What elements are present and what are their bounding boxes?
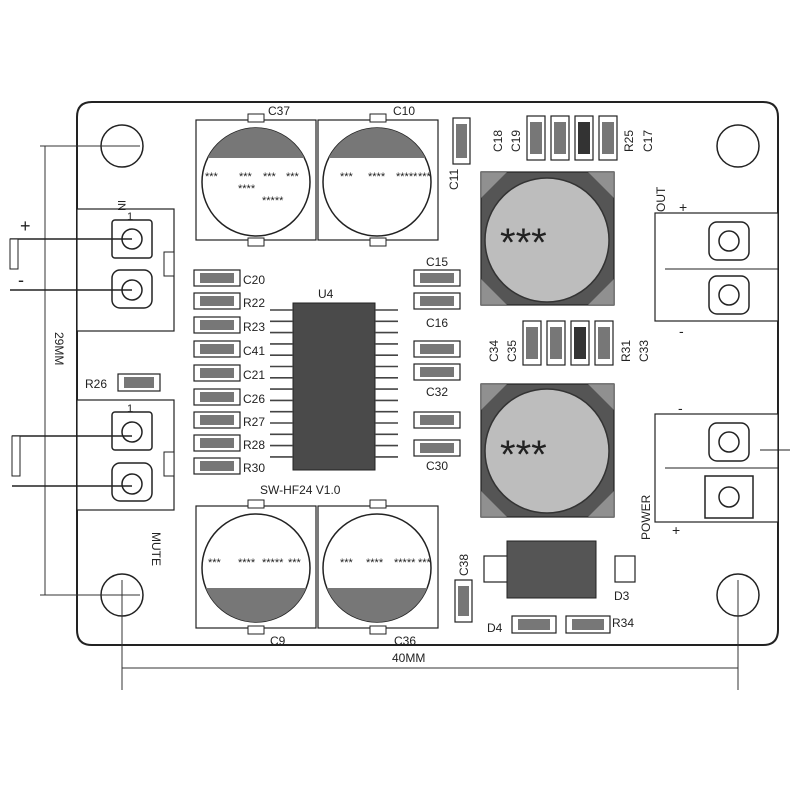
smd-column-left [193, 269, 241, 475]
c37-label: C37 [268, 104, 290, 118]
inductor-bottom: *** [480, 383, 615, 518]
r31-label: R31 [619, 340, 633, 362]
svg-text:***: *** [263, 171, 277, 183]
out-minus-label: - [679, 323, 684, 339]
svg-text:****: **** [368, 171, 386, 183]
board-name-label: SW-HF24 V1.0 [260, 483, 341, 497]
svg-text:***: *** [418, 171, 432, 183]
d3-label: D3 [614, 589, 630, 603]
capacitor-c9: *** **** ***** *** [195, 499, 317, 635]
inductor-top: *** [480, 171, 615, 306]
r30-label: R30 [243, 461, 265, 475]
power-label: POWER [639, 494, 653, 540]
c19-label: C19 [509, 130, 523, 152]
c15-label: C15 [426, 255, 448, 269]
chip-u4 [270, 302, 398, 471]
in-label: IN [115, 200, 127, 211]
mute-connector [11, 399, 175, 511]
capacitor-c36: *** **** ***** *** [317, 499, 439, 635]
capacitor-c10: *** **** ***** *** [317, 113, 439, 247]
capacitor-c38 [454, 579, 473, 623]
svg-text:***: *** [208, 557, 222, 569]
c30-label: C30 [426, 459, 448, 473]
out-connector [654, 212, 779, 322]
svg-text:***: *** [205, 171, 219, 183]
in-pin1-label: 1 [127, 211, 133, 223]
c11-label: C11 [447, 169, 461, 190]
svg-text:*****: ***** [262, 195, 284, 207]
power-connector [654, 413, 790, 523]
c21-label: C21 [243, 368, 265, 382]
c9-label: C9 [270, 634, 286, 648]
in-plus-label: + [20, 216, 31, 236]
svg-text:***: *** [340, 557, 354, 569]
diode-d3 [483, 540, 636, 599]
c20-label: C20 [243, 273, 265, 287]
out-label: OUT [654, 186, 668, 212]
dim-height-label: 29MM [52, 332, 66, 365]
u4-label: U4 [318, 287, 334, 301]
c18-label: C18 [491, 130, 505, 152]
r25-label: R25 [622, 130, 636, 152]
svg-text:***: *** [288, 557, 302, 569]
resistor-r26 [117, 373, 161, 392]
r22-label: R22 [243, 296, 265, 310]
mute-label: MUTE [149, 532, 163, 566]
in-minus-label: - [18, 270, 24, 290]
smd-row-bottom [511, 615, 611, 634]
out-plus-label: + [679, 199, 687, 215]
svg-text:****: **** [238, 557, 256, 569]
dimension-width [121, 580, 739, 690]
svg-text:***: *** [340, 171, 354, 183]
c34-label: C34 [487, 340, 501, 362]
svg-text:***: *** [286, 171, 300, 183]
smd-column-right [413, 269, 461, 457]
svg-text:****: **** [238, 183, 256, 195]
c32-label: C32 [426, 385, 448, 399]
svg-text:***: *** [418, 557, 432, 569]
c36-label: C36 [394, 634, 416, 648]
r23-label: R23 [243, 320, 265, 334]
c38-label: C38 [457, 554, 471, 576]
c17-label: C17 [641, 130, 655, 152]
mounting-hole-tr [716, 124, 760, 168]
svg-text:*****: ***** [394, 557, 416, 569]
r28-label: R28 [243, 438, 265, 452]
smd-row-top [526, 115, 618, 161]
r27-label: R27 [243, 415, 265, 429]
svg-text:***: *** [500, 433, 547, 477]
c16-label: C16 [426, 316, 448, 330]
power-minus-label: - [678, 400, 683, 416]
power-plus-label: + [672, 522, 680, 538]
dim-width-label: 40MM [392, 651, 425, 665]
mute-pin1-label: 1 [127, 403, 133, 415]
dimension-height [40, 145, 140, 596]
capacitor-c11 [452, 117, 471, 165]
svg-text:*****: ***** [262, 557, 284, 569]
c35-label: C35 [505, 340, 519, 362]
capacitor-c37: *** *** *** *** **** ***** [195, 113, 317, 247]
svg-text:****: **** [366, 557, 384, 569]
c41-label: C41 [243, 344, 265, 358]
in-connector [9, 208, 175, 332]
c26-label: C26 [243, 392, 265, 406]
c10-label: C10 [393, 104, 415, 118]
c33-label: C33 [637, 340, 651, 362]
svg-text:***: *** [239, 171, 253, 183]
svg-text:*****: ***** [396, 171, 418, 183]
r34-label: R34 [612, 616, 634, 630]
svg-text:***: *** [500, 221, 547, 265]
d4-label: D4 [487, 621, 503, 635]
smd-row-middle [522, 320, 614, 366]
r26-label: R26 [85, 377, 107, 391]
